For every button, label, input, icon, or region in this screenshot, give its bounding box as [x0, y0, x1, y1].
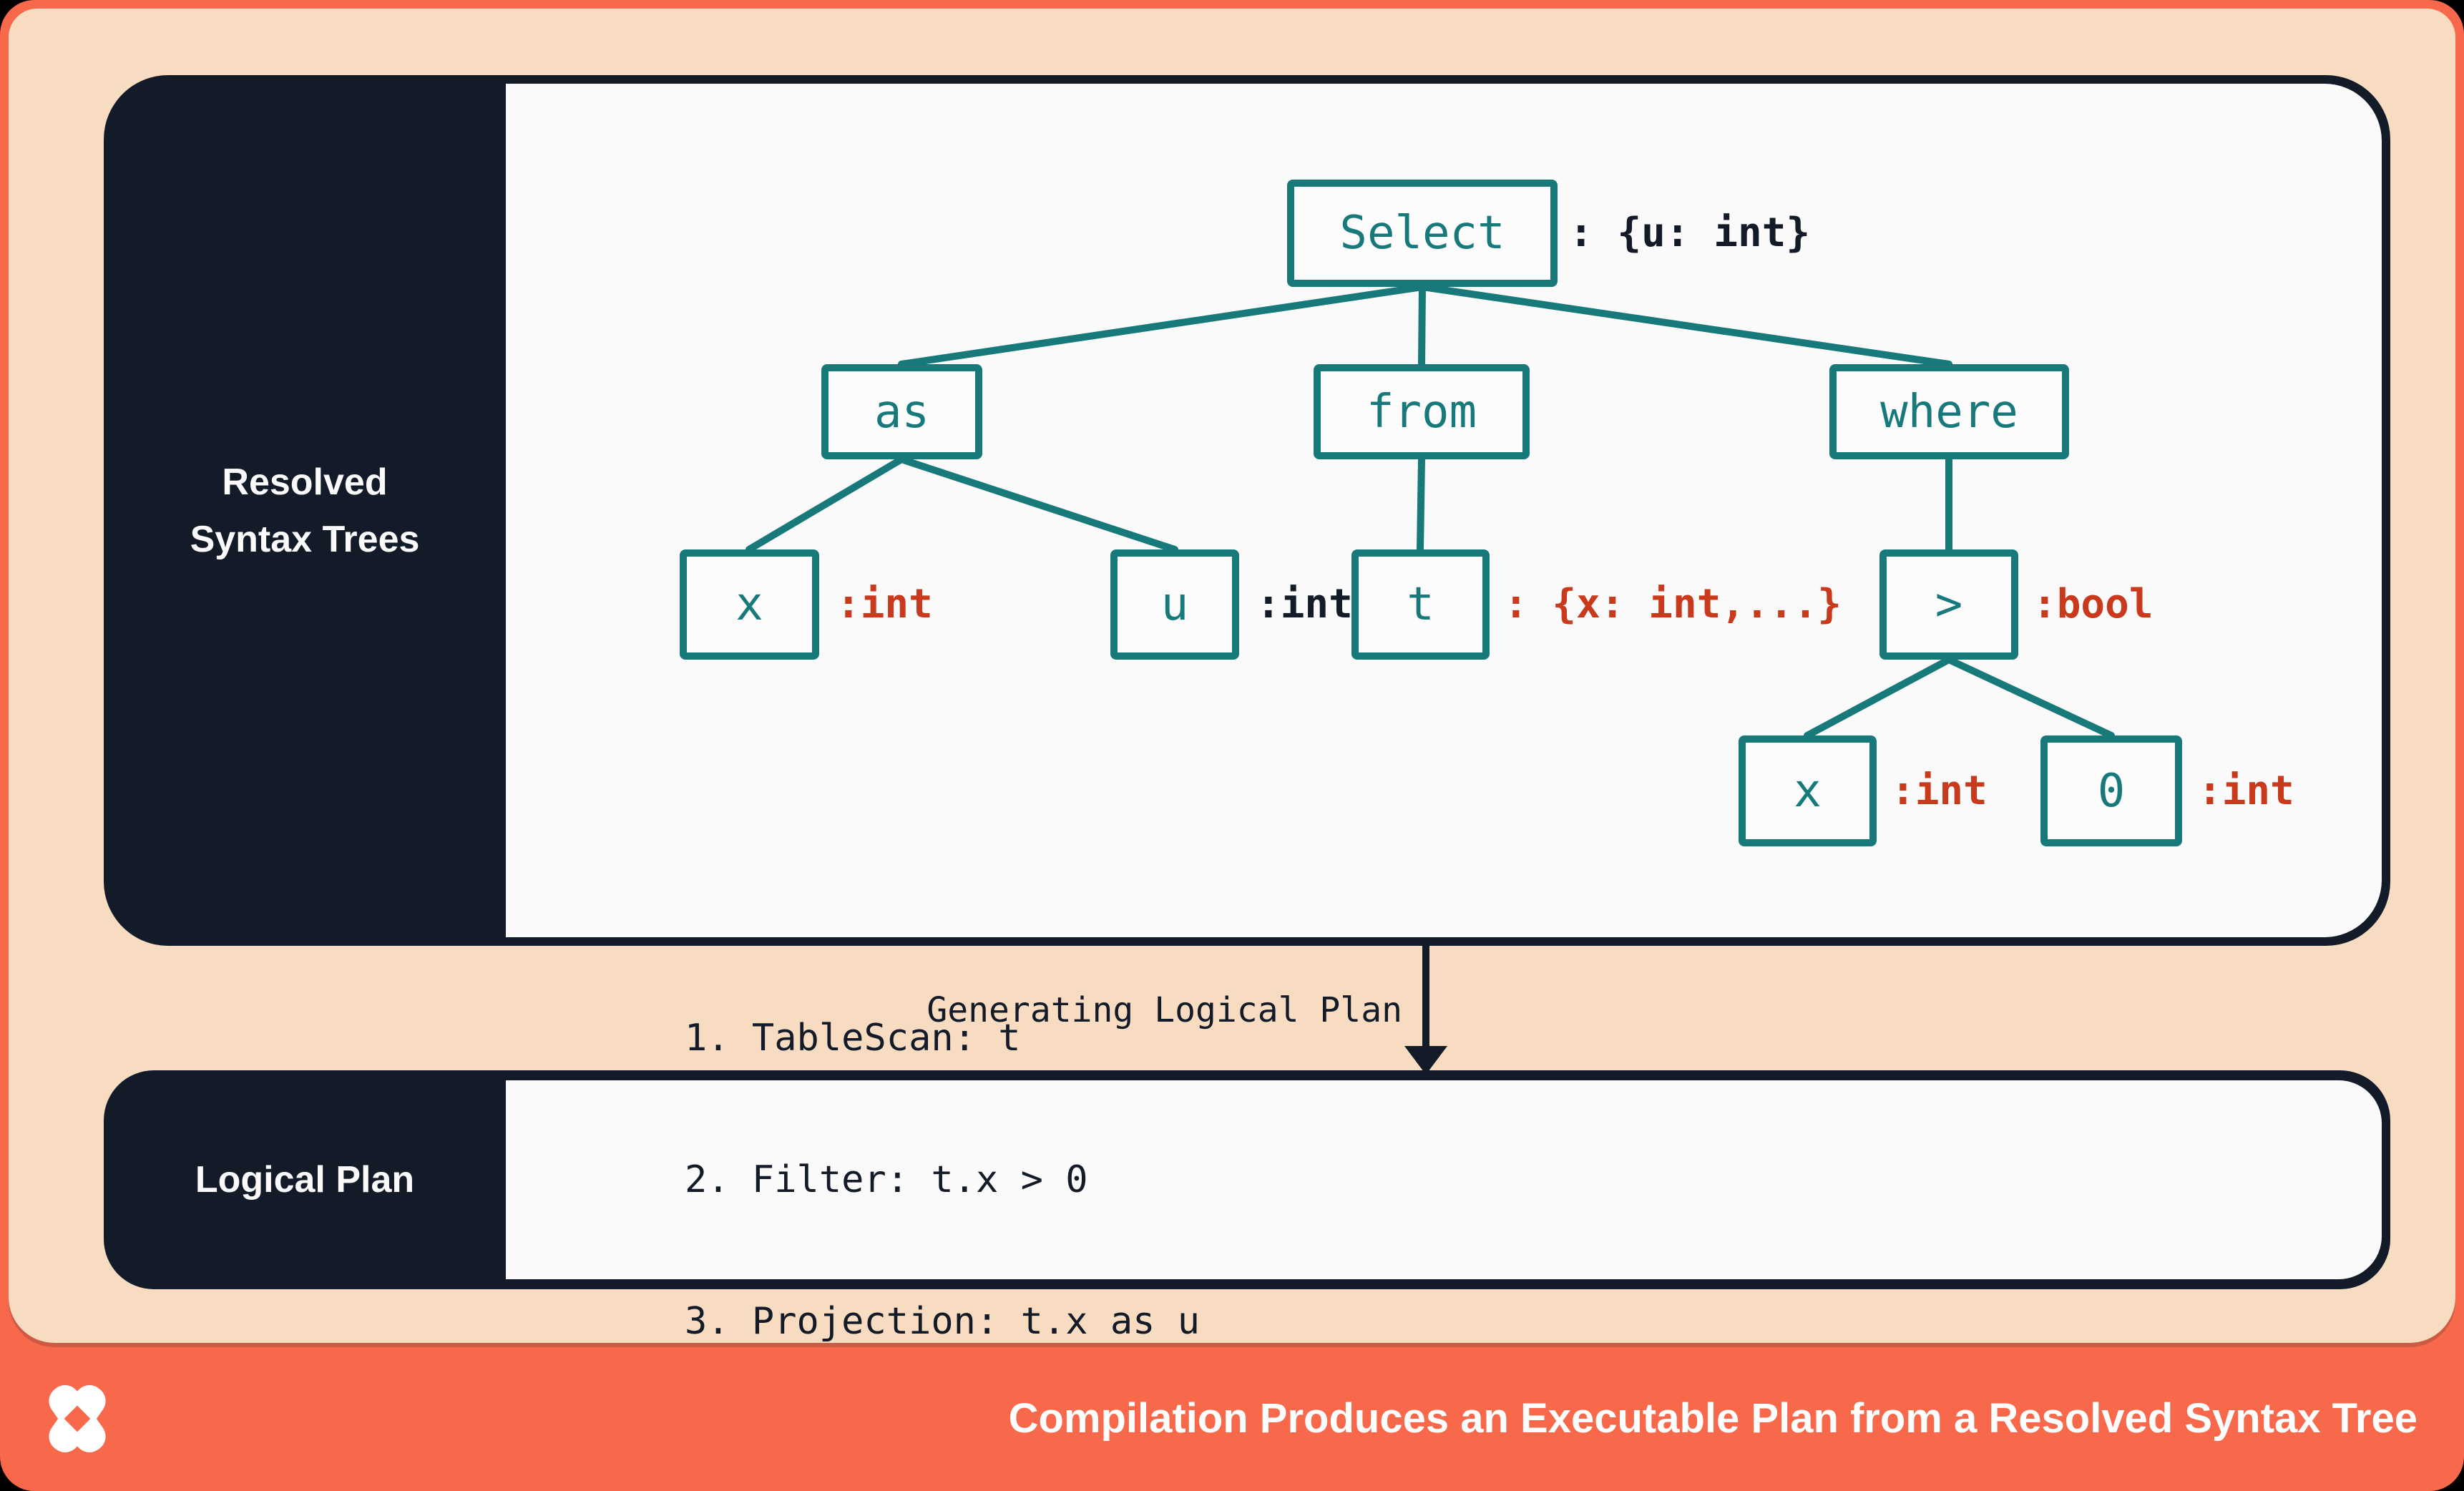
type-annotation-x-as: :int — [836, 581, 933, 627]
logical-plan-panel: 1. TableScan: t 2. Filter: t.x > 0 3. Pr… — [506, 1017, 2382, 1343]
type-annotation-t: : {x: int,...} — [1504, 581, 1842, 627]
plan-step-2: 2. Filter: t.x > 0 — [685, 1158, 1088, 1201]
label-line: Logical Plan — [195, 1159, 415, 1201]
down-arrow-icon — [1404, 946, 1447, 1075]
type-annotation-u: :int — [1256, 581, 1353, 627]
tree-node-x-as: x — [680, 549, 819, 660]
tree-edges — [745, 283, 2115, 739]
tree-node-t: t — [1351, 549, 1490, 660]
tree-node-select: Select — [1287, 180, 1558, 287]
tree-node-greater-than: > — [1879, 549, 2018, 660]
tree-edge — [1804, 656, 1952, 739]
resolved-syntax-trees-label: Resolved Syntax Trees — [104, 75, 506, 946]
tree-edge — [898, 283, 1426, 368]
tree-edge — [1945, 656, 2115, 739]
type-annotation-x-gt: :int — [1891, 768, 1988, 814]
resolved-syntax-trees-card: Resolved Syntax Trees Select : {u: int} — [104, 75, 2390, 946]
tree-node-u: u — [1110, 549, 1239, 660]
type-annotation-zero: :int — [2198, 768, 2294, 814]
tree-edge — [1419, 283, 1952, 368]
footer-title: Compilation Produces an Executable Plan … — [1008, 1395, 2417, 1442]
type-annotation-select: : {u: int} — [1569, 210, 1811, 256]
label-line-1: Resolved — [222, 461, 388, 503]
plan-step-1: 1. TableScan: t — [685, 1017, 1021, 1060]
tree-node-zero: 0 — [2040, 735, 2182, 846]
logical-plan-card: Logical Plan 1. TableScan: t 2. Filter: … — [104, 1017, 2390, 1343]
brand-logo-icon — [49, 1385, 106, 1452]
tree-node-where: where — [1829, 364, 2069, 459]
label-line-2: Syntax Trees — [190, 518, 420, 560]
tree-node-from: from — [1314, 364, 1530, 459]
plan-step-3: 3. Projection: t.x as u — [685, 1300, 1201, 1343]
tree-edge — [745, 456, 905, 553]
tree-node-as: as — [821, 364, 982, 459]
logical-plan-steps: 1. TableScan: t 2. Filter: t.x > 0 3. Pr… — [685, 920, 1200, 1439]
type-annotation-greater-than: :bool — [2033, 581, 2153, 627]
tree-edge — [1417, 456, 1425, 553]
tree-edge — [898, 456, 1178, 553]
transition-label: Generating Logical Plan — [927, 990, 1402, 1030]
syntax-tree-panel: Select : {u: int} as from where x :int u… — [506, 84, 2382, 937]
tree-node-x-gt: x — [1739, 735, 1877, 846]
logical-plan-label: Logical Plan — [104, 1070, 506, 1289]
